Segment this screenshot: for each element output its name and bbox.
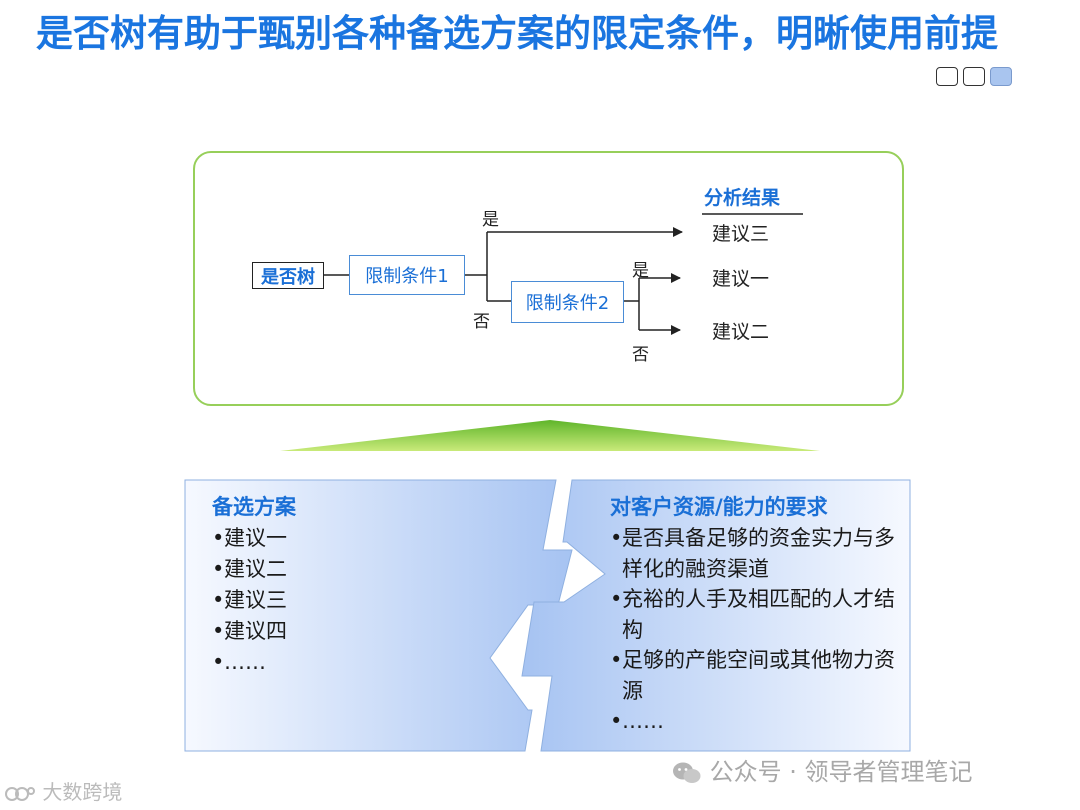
list-item: 建议一 xyxy=(212,523,532,554)
page-indicator-box xyxy=(963,67,985,86)
wechat-watermark: 公众号 · 领导者管理笔记 xyxy=(672,752,973,787)
results-header: 分析结果 xyxy=(704,187,781,209)
branch-label-yes-1: 是 xyxy=(482,210,499,230)
list-item: 建议三 xyxy=(212,585,532,616)
requirements-heading: 对客户资源/能力的要求 xyxy=(610,495,828,519)
watermark-text: 公众号 · 领导者管理笔记 xyxy=(709,758,973,786)
alternatives-heading: 备选方案 xyxy=(212,495,296,519)
tree-root-node: 是否树 xyxy=(252,262,324,289)
wechat-icon xyxy=(673,762,701,783)
alternatives-box: 备选方案 建议一 建议二 建议三 建议四 …… xyxy=(212,492,532,678)
list-item: …… xyxy=(212,647,532,678)
list-item: …… xyxy=(610,706,900,737)
triangle-separator xyxy=(280,420,820,451)
page-indicator-box xyxy=(936,67,958,86)
alternatives-list: 建议一 建议二 建议三 建议四 …… xyxy=(212,523,532,678)
brand-logo-icon xyxy=(5,786,35,801)
list-item: 充裕的人手及相匹配的人才结构 xyxy=(610,584,900,645)
result-item: 建议三 xyxy=(712,223,770,245)
branch-label-yes-2: 是 xyxy=(632,261,649,281)
page-indicator xyxy=(936,67,1012,86)
brand-watermark-text: 大数跨境 xyxy=(42,780,123,804)
result-item: 建议二 xyxy=(712,321,770,343)
list-item: 是否具备足够的资金实力与多样化的融资渠道 xyxy=(610,523,900,584)
page-indicator-box-active xyxy=(990,67,1012,86)
brand-watermark: 大数跨境 xyxy=(4,776,122,805)
result-item: 建议一 xyxy=(712,268,770,290)
branch-label-no-2: 否 xyxy=(632,345,649,365)
requirements-box: 对客户资源/能力的要求 是否具备足够的资金实力与多样化的融资渠道 充裕的人手及相… xyxy=(610,492,900,737)
condition-2-node: 限制条件2 xyxy=(511,281,624,323)
list-item: 建议四 xyxy=(212,616,532,647)
list-item: 足够的产能空间或其他物力资源 xyxy=(610,645,900,706)
condition-1-node: 限制条件1 xyxy=(349,255,465,295)
page-title: 是否树有助于甄别各种备选方案的限定条件，明晰使用前提 xyxy=(36,12,998,55)
branch-label-no-1: 否 xyxy=(473,312,490,332)
decision-tree-panel: 是否树 限制条件1 限制条件2 是 否 是 否 分析结果 建议三 建议一 建议二 xyxy=(193,151,904,406)
tree-connectors xyxy=(324,213,803,335)
requirements-list: 是否具备足够的资金实力与多样化的融资渠道 充裕的人手及相匹配的人才结构 足够的产… xyxy=(610,523,900,737)
list-item: 建议二 xyxy=(212,554,532,585)
